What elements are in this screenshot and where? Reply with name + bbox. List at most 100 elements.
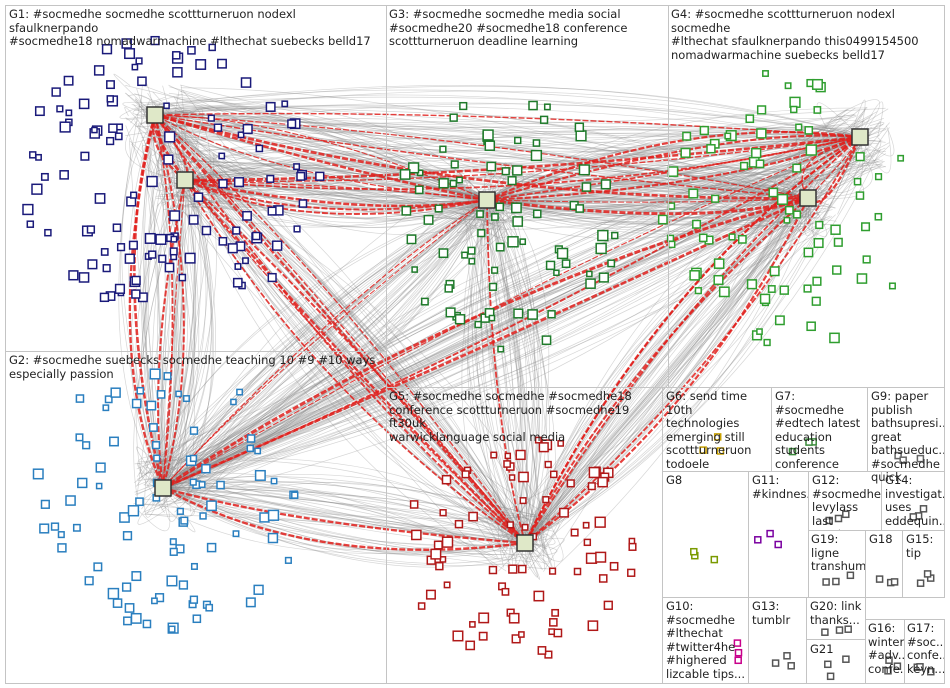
node	[491, 266, 499, 274]
node	[756, 128, 767, 139]
edge	[135, 99, 193, 165]
node	[513, 308, 524, 319]
edge	[807, 137, 882, 199]
node	[467, 246, 476, 255]
edge	[859, 130, 892, 174]
node	[155, 233, 167, 245]
node	[459, 101, 468, 111]
node	[585, 278, 596, 289]
node	[75, 433, 84, 442]
node	[549, 618, 558, 627]
node	[597, 476, 608, 488]
node	[813, 237, 824, 249]
node	[287, 119, 297, 129]
edge	[165, 151, 488, 220]
node	[548, 567, 557, 575]
node	[106, 95, 114, 103]
node	[842, 655, 850, 663]
highlight-edge	[523, 136, 861, 544]
node	[746, 279, 758, 290]
node	[75, 394, 85, 403]
edge	[524, 191, 830, 544]
node	[607, 259, 616, 268]
edge	[162, 143, 852, 489]
edge	[486, 152, 867, 201]
node	[803, 284, 812, 293]
node	[169, 247, 178, 256]
node	[94, 193, 106, 204]
edge	[463, 228, 526, 544]
edge	[524, 120, 881, 544]
edge	[135, 199, 491, 487]
node	[267, 509, 280, 521]
edge	[486, 199, 539, 543]
node	[108, 123, 118, 133]
edge	[169, 151, 809, 217]
edge	[132, 93, 184, 116]
node	[164, 131, 176, 143]
edge	[156, 197, 809, 504]
node	[830, 224, 841, 235]
edge	[118, 97, 164, 489]
node	[87, 259, 98, 270]
node	[547, 310, 556, 319]
edge	[120, 100, 164, 489]
node	[737, 234, 747, 244]
node	[114, 132, 123, 141]
node	[123, 616, 132, 626]
edge	[524, 190, 793, 544]
node	[142, 619, 152, 629]
edge	[524, 526, 556, 546]
node	[68, 270, 79, 281]
node	[497, 345, 505, 353]
edge	[144, 182, 164, 489]
node	[26, 220, 35, 228]
node	[130, 191, 138, 199]
node	[570, 528, 579, 537]
edge	[113, 73, 156, 116]
node	[825, 516, 833, 525]
node	[401, 205, 412, 216]
node	[153, 454, 161, 462]
edge	[162, 163, 831, 489]
edge	[496, 219, 526, 544]
node	[234, 262, 242, 270]
edge	[502, 194, 526, 544]
node	[95, 482, 103, 490]
edge	[470, 199, 535, 548]
group-box-g21	[806, 639, 866, 684]
node	[763, 338, 771, 347]
node	[420, 297, 429, 306]
edge	[162, 165, 852, 489]
edge	[138, 458, 526, 544]
node	[832, 265, 842, 275]
node	[267, 272, 277, 283]
node	[713, 274, 724, 286]
node	[751, 147, 762, 159]
highlight-edge	[801, 136, 861, 199]
node	[201, 225, 212, 236]
node	[166, 575, 178, 587]
node	[890, 578, 899, 586]
node	[790, 105, 798, 114]
edge	[524, 223, 827, 544]
edge	[154, 114, 184, 497]
edge	[524, 127, 890, 544]
node	[897, 154, 905, 162]
node	[542, 496, 550, 504]
node	[874, 173, 883, 181]
node	[443, 581, 451, 589]
node	[680, 147, 691, 158]
node	[916, 663, 924, 671]
node	[206, 542, 217, 553]
node	[833, 237, 843, 247]
node	[242, 123, 253, 135]
highlight-edge	[128, 114, 165, 489]
node	[611, 231, 619, 240]
node	[253, 584, 264, 595]
node	[716, 447, 725, 455]
edge	[162, 193, 461, 489]
highlight-edge	[154, 114, 185, 489]
edge	[184, 179, 553, 561]
node	[127, 505, 140, 517]
